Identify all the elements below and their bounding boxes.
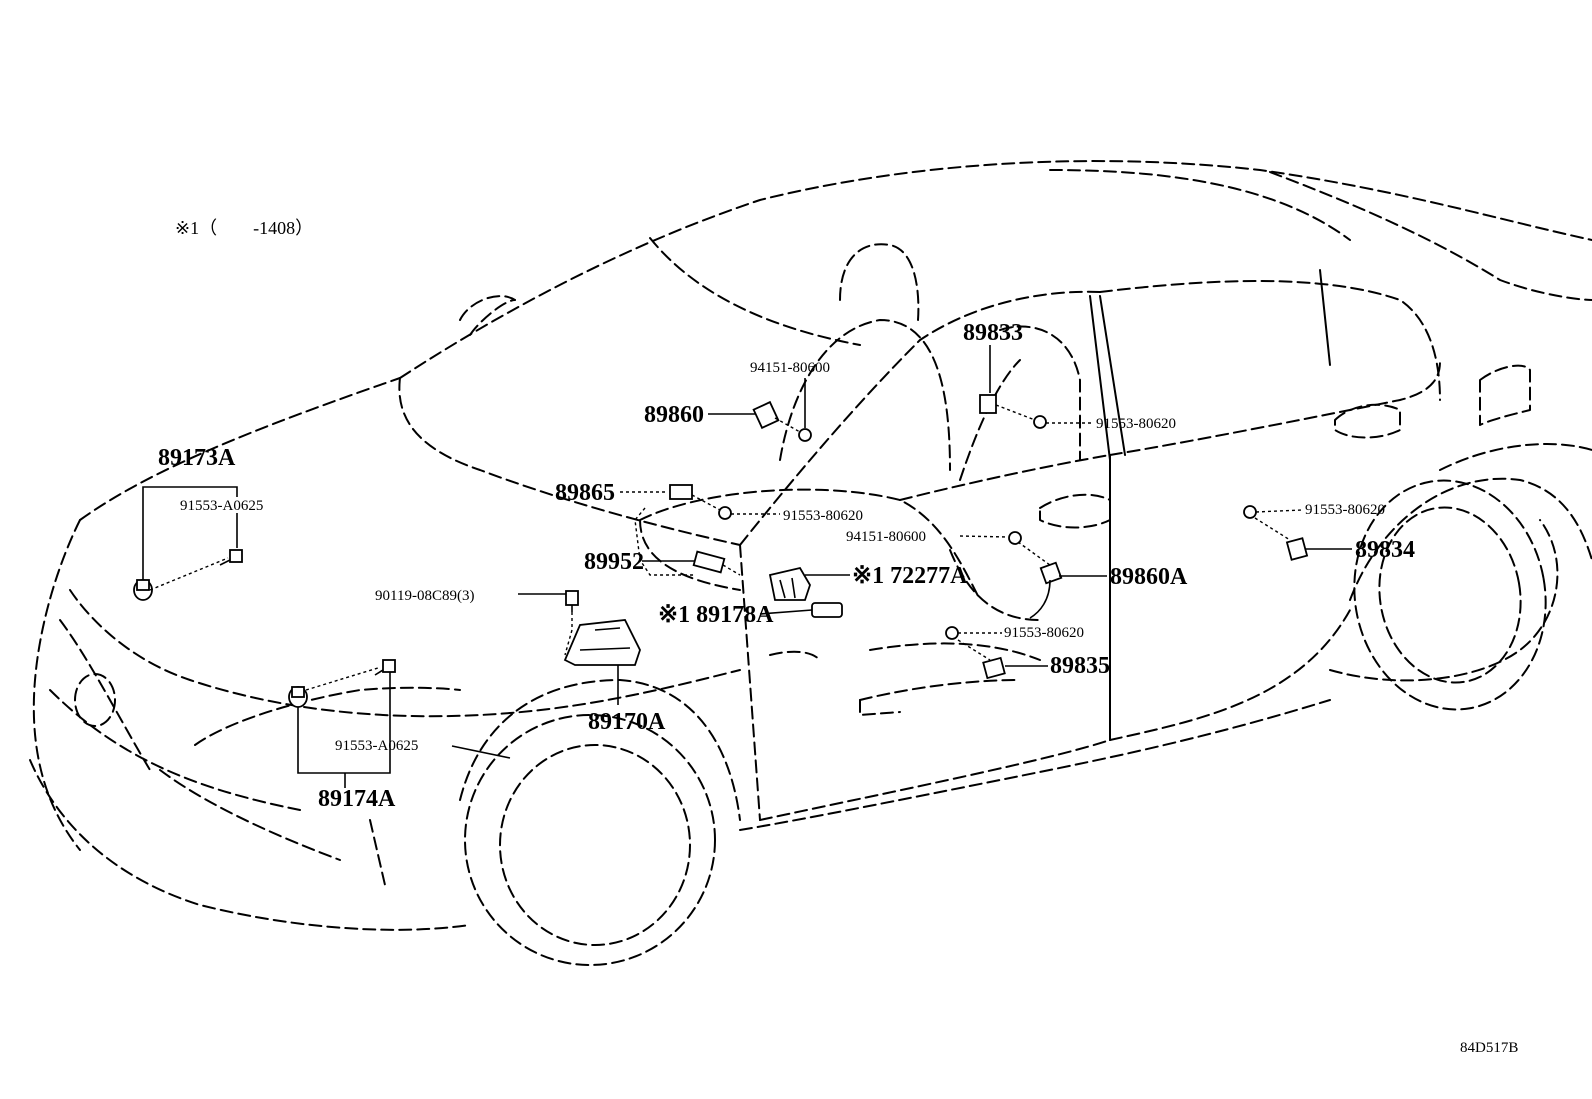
- nut-94151-mid-icon[interactable]: [1008, 531, 1022, 545]
- parts: [133, 394, 1309, 708]
- label-89860[interactable]: 89860: [644, 402, 704, 428]
- bolt-91553-80620-d-icon[interactable]: [945, 626, 959, 640]
- sensor-89833-icon[interactable]: [979, 394, 997, 414]
- sensor-89174a-icon[interactable]: [288, 686, 308, 708]
- label-89952[interactable]: 89952: [584, 549, 644, 575]
- label-89860a[interactable]: 89860A: [1110, 564, 1188, 590]
- label-89835[interactable]: 89835: [1050, 653, 1110, 679]
- nut-94151-top-icon[interactable]: [798, 428, 812, 442]
- label-91553-80620-d[interactable]: 91553-80620: [1004, 625, 1084, 641]
- label-94151-80600-mid[interactable]: 94151-80600: [846, 529, 926, 545]
- sensor-89173a-icon[interactable]: [133, 579, 153, 601]
- note-text: ※1（ -1408）: [175, 218, 313, 238]
- bolt-91553-80620-a-icon[interactable]: [1033, 415, 1047, 429]
- part-72277a-icon[interactable]: [768, 566, 811, 601]
- part-89178a-icon[interactable]: [811, 602, 843, 618]
- bolt-90119-icon[interactable]: [565, 590, 579, 612]
- label-89834[interactable]: 89834: [1355, 537, 1415, 563]
- label-91553-a0625-bot[interactable]: 91553-A0625: [335, 738, 418, 754]
- sensor-89865-icon[interactable]: [669, 484, 693, 500]
- bolt-91553-80620-c-icon[interactable]: [1243, 505, 1257, 519]
- ecu-89170a-icon[interactable]: [563, 619, 641, 666]
- bolt-91553a0625-top-icon[interactable]: [219, 549, 243, 566]
- label-91553-a0625-top[interactable]: 91553-A0625: [180, 498, 263, 514]
- label-72277a[interactable]: ※1 72277A: [852, 563, 968, 589]
- sensor-89835-icon[interactable]: [982, 656, 1006, 680]
- bolt-91553a0625-bot-icon[interactable]: [374, 659, 396, 676]
- label-91553-80620-a[interactable]: 91553-80620: [1096, 416, 1176, 432]
- sensor-89952-icon[interactable]: [692, 550, 726, 574]
- label-89178a[interactable]: ※1 89178A: [658, 602, 774, 628]
- leader-lines: [142, 345, 1352, 788]
- diagram-code: 84D517B: [1460, 1040, 1518, 1056]
- label-90119-08c89[interactable]: 90119-08C89(3): [375, 588, 474, 604]
- label-89833[interactable]: 89833: [963, 320, 1023, 346]
- car-outline: [29, 160, 1592, 966]
- label-89174a[interactable]: 89174A: [318, 786, 396, 812]
- sensor-89834-icon[interactable]: [1285, 537, 1309, 561]
- label-89170a[interactable]: 89170A: [588, 709, 666, 735]
- sensor-89860-icon[interactable]: [752, 400, 780, 430]
- label-91553-80620-b[interactable]: 91553-80620: [783, 508, 863, 524]
- sensor-89860a-icon[interactable]: [1039, 561, 1063, 585]
- labels: ※1（ -1408） 89173A 91553-A0625 94151-8060…: [158, 218, 1518, 1056]
- label-89173a[interactable]: 89173A: [158, 445, 236, 471]
- bolt-91553-80620-b-icon[interactable]: [718, 506, 732, 520]
- pillars: [1089, 269, 1331, 741]
- label-89865[interactable]: 89865: [555, 480, 615, 506]
- label-91553-80620-c[interactable]: 91553-80620: [1305, 502, 1385, 518]
- label-94151-80600-top[interactable]: 94151-80600: [750, 360, 830, 376]
